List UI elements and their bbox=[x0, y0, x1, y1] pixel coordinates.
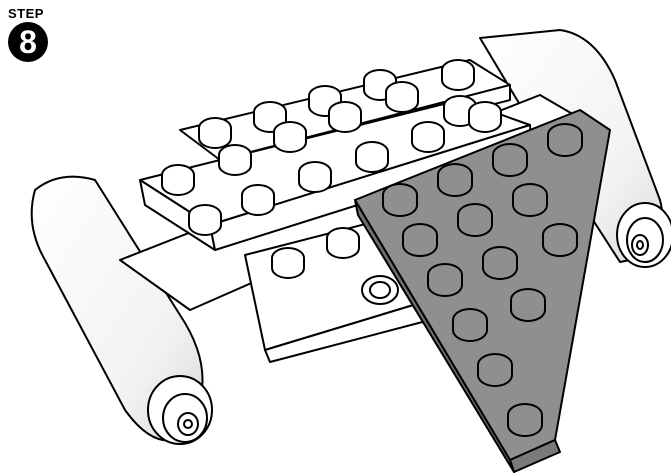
build-illustration bbox=[0, 0, 671, 473]
